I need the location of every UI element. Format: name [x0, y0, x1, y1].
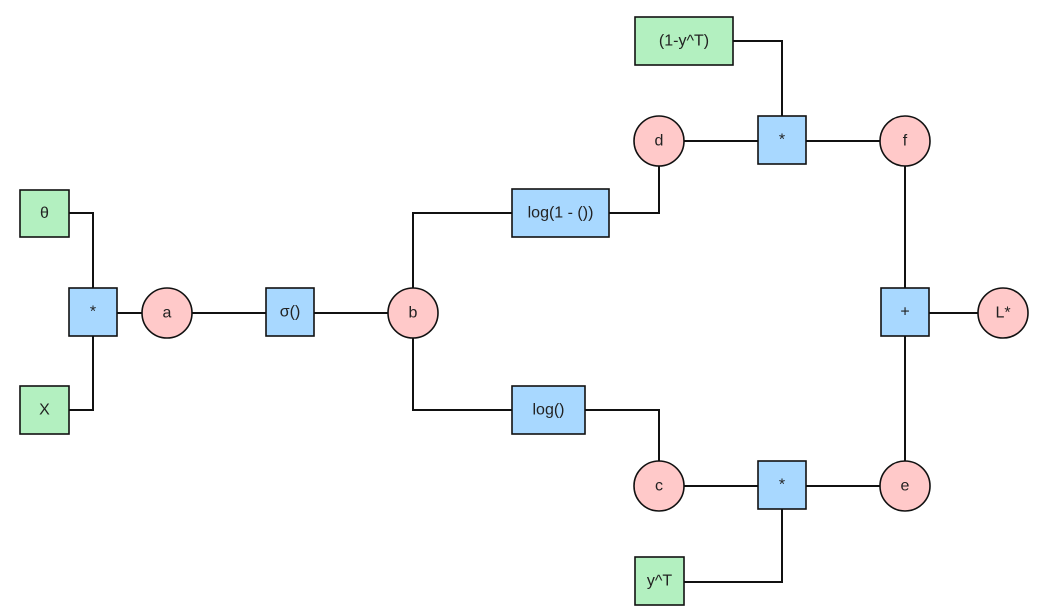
- node-sigma-label: σ(): [280, 304, 301, 321]
- node-f-label: f: [903, 133, 908, 150]
- node-f: f: [879, 115, 931, 167]
- node-log-shape: [511, 385, 586, 435]
- node-one-minus-yt: (1-y^T): [634, 16, 734, 66]
- edge-log1m-to-d: [609, 166, 660, 214]
- node-d-shape: [633, 115, 685, 167]
- node-mul1-shape: [68, 287, 118, 337]
- edge-log-to-c: [585, 409, 660, 461]
- node-yt: y^T: [634, 556, 685, 606]
- node-mul-bot-label: *: [779, 477, 785, 494]
- node-theta: θ: [19, 189, 70, 238]
- node-mul-bot: *: [757, 460, 807, 510]
- node-d: d: [633, 115, 685, 167]
- edges: [69, 40, 978, 583]
- node-e: e: [879, 460, 931, 512]
- edge-b-to-log1m: [412, 212, 512, 288]
- node-a-shape: [141, 287, 193, 339]
- node-mul-bot-shape: [757, 460, 807, 510]
- edge-yt-to-mul-bot: [684, 509, 783, 583]
- node-a: a: [141, 287, 193, 339]
- node-e-shape: [879, 460, 931, 512]
- node-sigma: σ(): [265, 287, 315, 337]
- node-x-label: X: [39, 402, 50, 419]
- node-theta-shape: [19, 189, 70, 238]
- node-log1m-shape: [511, 188, 610, 238]
- node-b-label: b: [409, 305, 418, 322]
- node-mul1-label: *: [90, 304, 96, 321]
- node-yt-shape: [634, 556, 685, 606]
- node-c-shape: [633, 460, 685, 512]
- node-b-shape: [387, 287, 439, 339]
- node-plus-label: +: [900, 304, 909, 321]
- node-c-label: c: [655, 478, 663, 495]
- node-log1m: log(1 - ()): [511, 188, 610, 238]
- edge-one-minus-yt-to-mul: [733, 40, 783, 116]
- node-plus: +: [880, 287, 930, 337]
- node-loss: L*: [977, 287, 1029, 339]
- node-loss-shape: [977, 287, 1029, 339]
- nodes: θX * a σ() b log(1 - ()) log() d c (1-y^T) y^T * * f e…: [19, 16, 1029, 606]
- node-one-minus-yt-shape: [634, 16, 734, 66]
- node-loss-label: L*: [995, 305, 1010, 322]
- node-mul-top: *: [757, 115, 807, 165]
- node-b: b: [387, 287, 439, 339]
- edge-theta-to-mul1: [69, 212, 94, 288]
- node-mul1: *: [68, 287, 118, 337]
- node-x-shape: [19, 385, 70, 435]
- node-one-minus-yt-label: (1-y^T): [659, 33, 709, 50]
- node-a-label: a: [163, 305, 172, 322]
- edge-b-to-log: [412, 338, 512, 411]
- node-sigma-shape: [265, 287, 315, 337]
- node-d-label: d: [655, 133, 664, 150]
- node-f-shape: [879, 115, 931, 167]
- node-e-label: e: [901, 478, 910, 495]
- node-theta-label: θ: [40, 205, 49, 222]
- node-c: c: [633, 460, 685, 512]
- node-log: log(): [511, 385, 586, 435]
- node-yt-label: y^T: [647, 573, 673, 590]
- node-x: X: [19, 385, 70, 435]
- node-mul-top-shape: [757, 115, 807, 165]
- node-plus-shape: [880, 287, 930, 337]
- node-log-label: log(): [532, 402, 564, 419]
- node-log1m-label: log(1 - ()): [528, 205, 594, 222]
- node-mul-top-label: *: [779, 132, 785, 149]
- edge-x-to-mul1: [69, 336, 94, 411]
